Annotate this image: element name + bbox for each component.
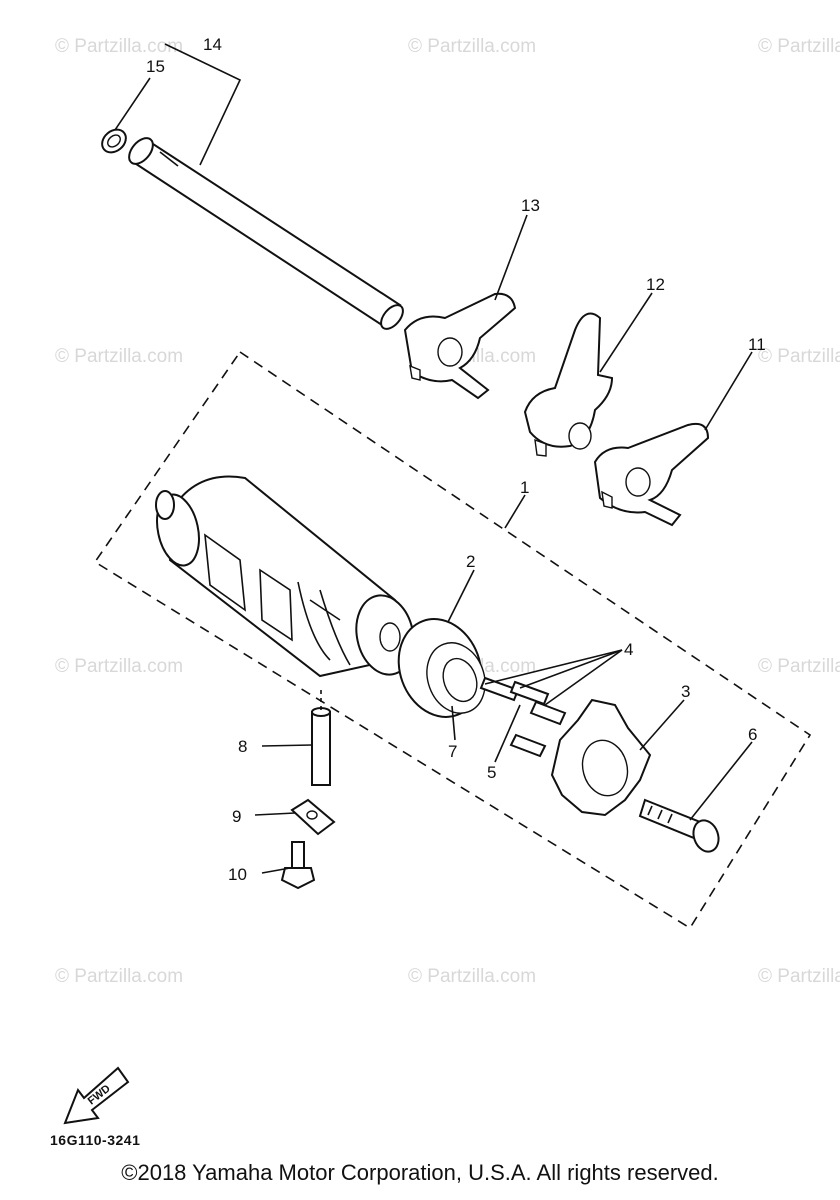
callout-14: 14 (203, 35, 222, 54)
watermark: © Partzilla.com (408, 966, 536, 987)
part-2-bearing (397, 618, 486, 718)
part-9-plate (290, 798, 336, 836)
watermark: © Partzilla.com (55, 656, 183, 677)
watermark: © Partzilla.com (55, 966, 183, 987)
part-4-pins (479, 676, 567, 726)
callouts: 14 15 13 12 11 1 2 4 3 6 5 7 8 9 10 (146, 35, 766, 884)
watermark: © Partzilla.com (758, 36, 840, 57)
part-15-circlip (101, 128, 127, 154)
callout-13: 13 (521, 196, 540, 215)
part-6-screw (638, 798, 720, 853)
callout-11: 11 (748, 335, 766, 354)
part-5-pin (509, 733, 547, 758)
callout-6: 6 (748, 725, 757, 744)
callout-4: 4 (624, 640, 633, 659)
part-13-shift-fork (403, 292, 517, 400)
part-1-shift-drum (155, 475, 415, 678)
part-12-shift-fork (523, 312, 614, 457)
leader-lines (114, 43, 753, 874)
fwd-arrow: FWD (63, 1066, 130, 1125)
callout-12: 12 (646, 275, 665, 294)
callout-5: 5 (487, 763, 496, 782)
watermark: © Partzilla.com (55, 36, 183, 57)
watermark: © Partzilla.com (758, 346, 840, 367)
callout-3: 3 (681, 682, 690, 701)
callout-7: 7 (448, 742, 457, 761)
watermark: © Partzilla.com (55, 346, 183, 367)
part-11-shift-fork (593, 422, 710, 527)
callout-15: 15 (146, 57, 165, 76)
watermark: © Partzilla.com (408, 36, 536, 57)
part-8-pin (311, 707, 331, 786)
part-number: 16G110-3241 (50, 1132, 140, 1148)
watermark: © Partzilla.com (758, 966, 840, 987)
callout-2: 2 (466, 552, 475, 571)
callout-1: 1 (520, 478, 529, 497)
watermark: © Partzilla.com (758, 656, 840, 677)
part-3-segment (550, 698, 652, 817)
part-10-bolt (280, 841, 316, 890)
copyright-notice: ©2018 Yamaha Motor Corporation, U.S.A. A… (121, 1160, 719, 1185)
callout-9: 9 (232, 807, 241, 826)
part-14-guide-bar (128, 137, 404, 330)
callout-10: 10 (228, 865, 247, 884)
callout-8: 8 (238, 737, 247, 756)
